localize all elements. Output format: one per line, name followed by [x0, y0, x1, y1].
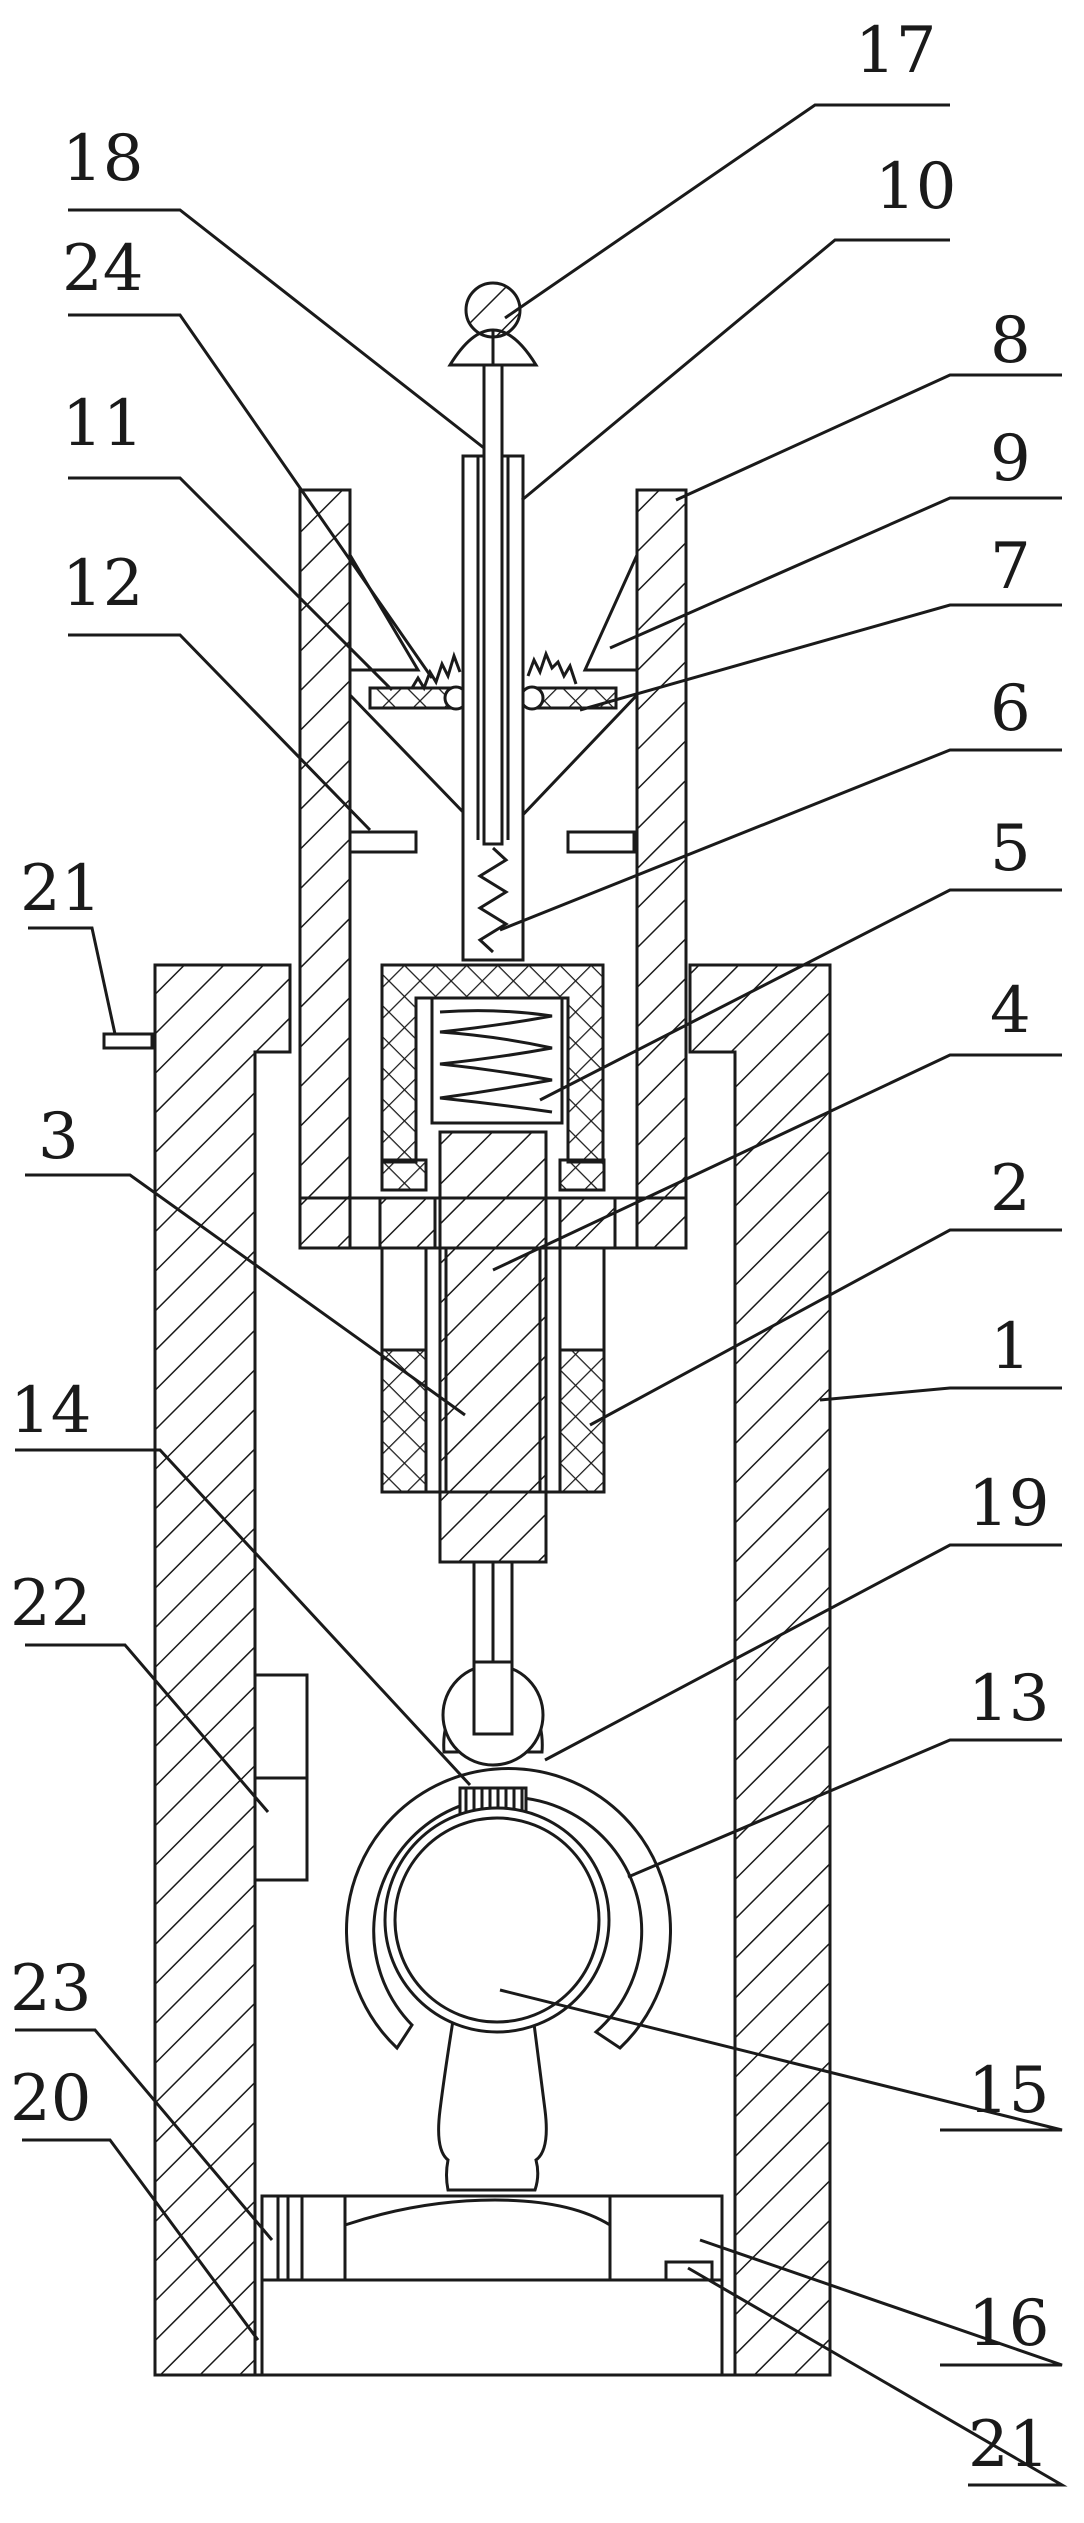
- label-19: 19: [968, 1467, 1049, 1541]
- label-14: 14: [10, 1374, 91, 1448]
- ball-joint: [385, 1808, 609, 2190]
- compression-spring: [432, 998, 562, 1123]
- side-stop-right: [568, 832, 634, 852]
- base-block: [262, 2196, 722, 2375]
- label-24: 24: [62, 232, 143, 306]
- knob-cap: [450, 283, 536, 365]
- label-4: 4: [990, 974, 1031, 1048]
- label-15: 15: [968, 2054, 1049, 2128]
- label-12: 12: [62, 547, 143, 621]
- label-21-bottom: 21: [968, 2408, 1049, 2482]
- side-stop-left: [350, 832, 416, 852]
- label-10: 10: [875, 150, 956, 224]
- label-11: 11: [62, 387, 143, 461]
- label-18: 18: [62, 122, 143, 196]
- label-8: 8: [990, 304, 1031, 378]
- label-6: 6: [990, 672, 1031, 746]
- label-7: 7: [990, 530, 1031, 604]
- label-9: 9: [990, 422, 1031, 496]
- label-20: 20: [10, 2062, 91, 2136]
- label-21-top: 21: [20, 852, 101, 926]
- label-2: 2: [990, 1152, 1031, 1226]
- push-rod: [484, 360, 502, 844]
- label-17: 17: [855, 14, 936, 88]
- side-panel: [255, 1675, 307, 1880]
- label-16: 16: [968, 2287, 1049, 2361]
- label-5: 5: [990, 812, 1031, 886]
- label-13: 13: [968, 1662, 1049, 1736]
- sensor-block-upper: [104, 1034, 152, 1048]
- label-23: 23: [10, 1952, 91, 2026]
- label-3: 3: [38, 1100, 79, 1174]
- pivot-joint: [443, 1662, 543, 1765]
- label-1: 1: [990, 1310, 1031, 1384]
- label-22: 22: [10, 1567, 91, 1641]
